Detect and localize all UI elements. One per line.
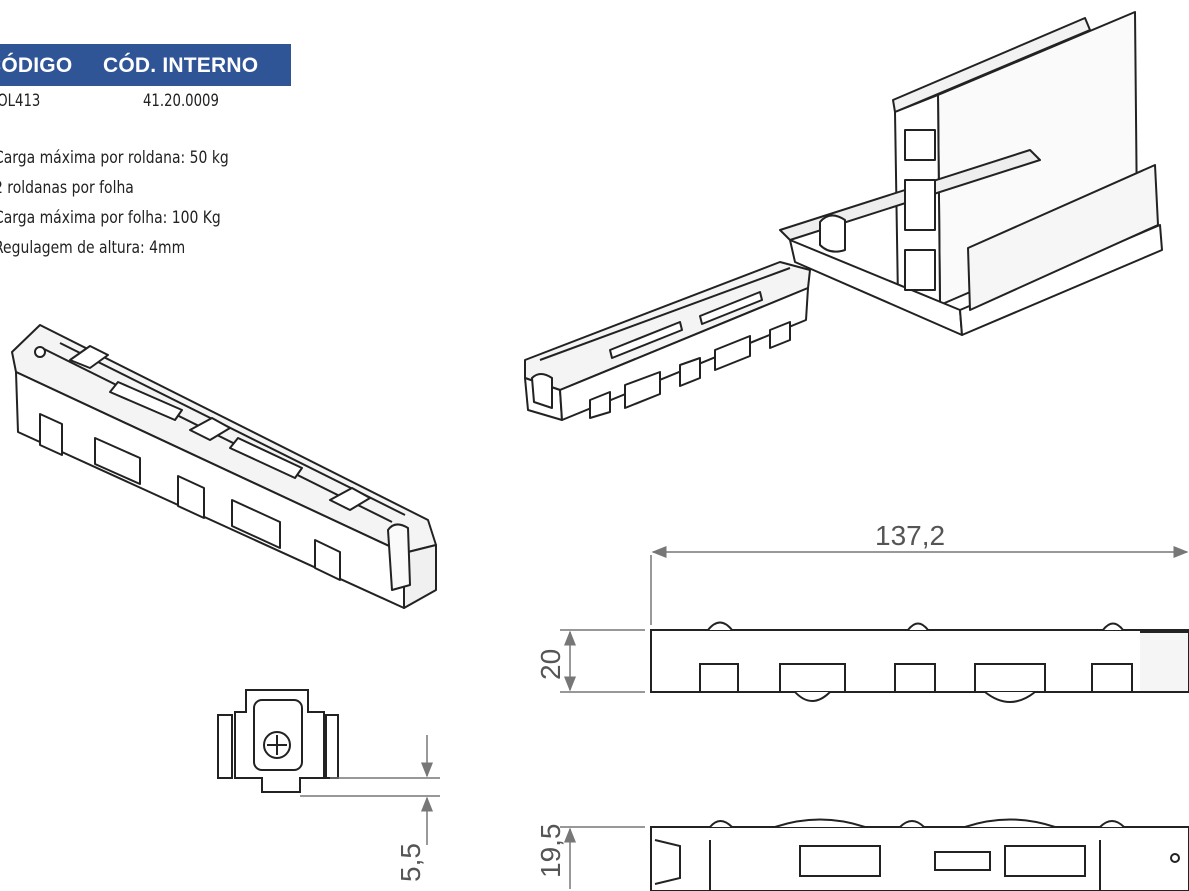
aluminium-profile: [779, 11, 1163, 336]
roller-side-view: [650, 621, 1189, 703]
roller-isometric-small: [524, 261, 811, 421]
dim-side-offset: [300, 735, 440, 845]
roller-bottom-view: [650, 818, 1189, 891]
spec-item: Carga máxima por roldana: 50 kg: [0, 148, 229, 168]
spec-item: Carga máxima por folha: 100 Kg: [0, 208, 221, 228]
table-header: CÓDIGO CÓD. INTERNO: [0, 44, 291, 86]
header-cod-interno: CÓD. INTERNO: [103, 54, 259, 77]
dim-height-label: 20: [535, 649, 566, 680]
roller-isometric-left: [11, 324, 437, 609]
dim-bottom-height: [560, 826, 645, 889]
cell-codigo: ROL413: [0, 91, 41, 111]
roller-end-view: [217, 689, 339, 793]
spec-item: Regulagem de altura: 4mm: [0, 238, 186, 258]
dim-bottom-height-label: 19,5: [535, 824, 566, 879]
cell-cod-interno: 41.20.0009: [143, 91, 219, 111]
spec-item: 2 roldanas por folha: [0, 178, 134, 198]
dim-side-offset-label: 5,5: [395, 843, 426, 882]
dim-height: [560, 629, 645, 693]
dim-length-label: 137,2: [875, 520, 945, 551]
header-codigo: CÓDIGO: [0, 54, 73, 77]
dim-length: [650, 546, 1189, 625]
spec-list: Carga máxima por roldana: 50 kg 2 roldan…: [0, 148, 280, 268]
